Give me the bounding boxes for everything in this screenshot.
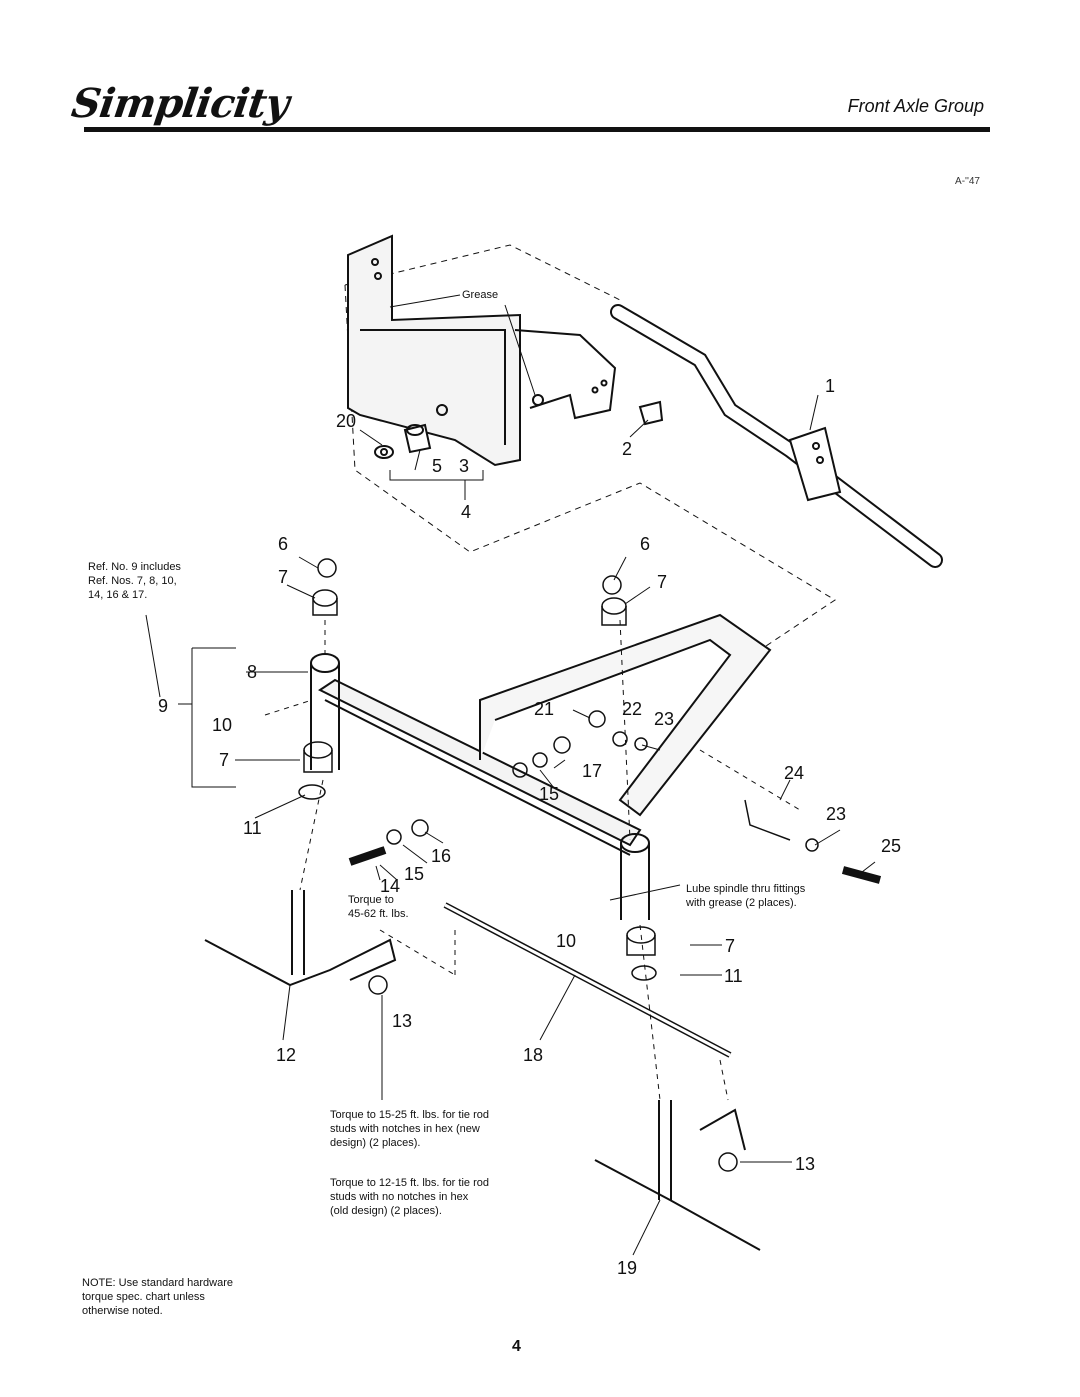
callout-16: 16	[431, 846, 451, 866]
callout-7-left-top: 7	[278, 567, 288, 587]
callout-15-left: 15	[404, 864, 424, 884]
callout-6-right: 6	[640, 534, 650, 554]
callout-15-right: 15	[539, 784, 559, 804]
callout-11-left: 11	[243, 818, 262, 838]
callout-18: 18	[523, 1045, 543, 1065]
callout-13-right: 13	[795, 1154, 815, 1174]
hardware-top	[374, 400, 664, 459]
section-title: Front Axle Group	[847, 96, 984, 116]
callout-22: 22	[622, 699, 642, 719]
callout-17: 17	[582, 761, 602, 781]
callout-14: 14	[380, 876, 400, 896]
callout-7-left-bottom: 7	[219, 750, 229, 770]
callout-25: 25	[881, 836, 901, 856]
callout-6-left: 6	[278, 534, 288, 554]
tie-rod-old-note: Torque to 12-15 ft. lbs. for tie rod stu…	[330, 1177, 489, 1217]
assembly-dash-outline	[344, 244, 836, 651]
callout-12: 12	[276, 1045, 296, 1065]
callout-10-right: 10	[556, 931, 576, 951]
tie-rod-new-note: Torque to 15-25 ft. lbs. for tie rod stu…	[330, 1109, 489, 1149]
grease-label: Grease	[462, 289, 499, 301]
hardware-note: NOTE: Use standard hardware torque spec.…	[82, 1277, 234, 1317]
spindle-right	[594, 1100, 761, 1251]
callout-7-right-top: 7	[657, 572, 667, 592]
callout-19: 19	[617, 1258, 637, 1278]
callout-10-left: 10	[212, 715, 232, 735]
callout-3: 3	[459, 456, 469, 476]
page-number: 4	[512, 1338, 521, 1355]
callout-13-left: 13	[392, 1011, 412, 1031]
callout-2: 2	[622, 439, 632, 459]
figure-code: A-''47	[955, 176, 980, 187]
callout-11-right: 11	[724, 966, 743, 986]
hardware-beam	[298, 558, 882, 1172]
callout-7-right-bottom: 7	[725, 936, 735, 956]
axle-beam	[310, 613, 772, 920]
pivot-rod	[610, 304, 943, 568]
callout-9: 9	[158, 696, 168, 716]
callout-8: 8	[247, 662, 257, 682]
lube-spindle-note: Lube spindle thru fittings with grease (…	[686, 883, 806, 909]
tie-rod	[443, 902, 732, 1058]
callout-5: 5	[432, 456, 442, 476]
callout-24: 24	[784, 763, 804, 783]
callout-23-top: 23	[654, 709, 674, 729]
leader-lines	[145, 294, 876, 1256]
callout-4: 4	[461, 502, 471, 522]
ref-9-note: Ref. No. 9 includes Ref. Nos. 7, 8, 10, …	[88, 561, 181, 601]
frame-bracket	[347, 234, 617, 467]
assembly-guide-lines	[264, 619, 801, 1101]
callout-21: 21	[534, 699, 554, 719]
callout-1: 1	[825, 376, 835, 396]
callout-20: 20	[336, 411, 356, 431]
spindle-left	[204, 890, 397, 987]
header-rule	[84, 127, 990, 132]
callout-23-right: 23	[826, 804, 846, 824]
torque-bolt-note: Torque to 45-62 ft. lbs.	[348, 894, 409, 920]
